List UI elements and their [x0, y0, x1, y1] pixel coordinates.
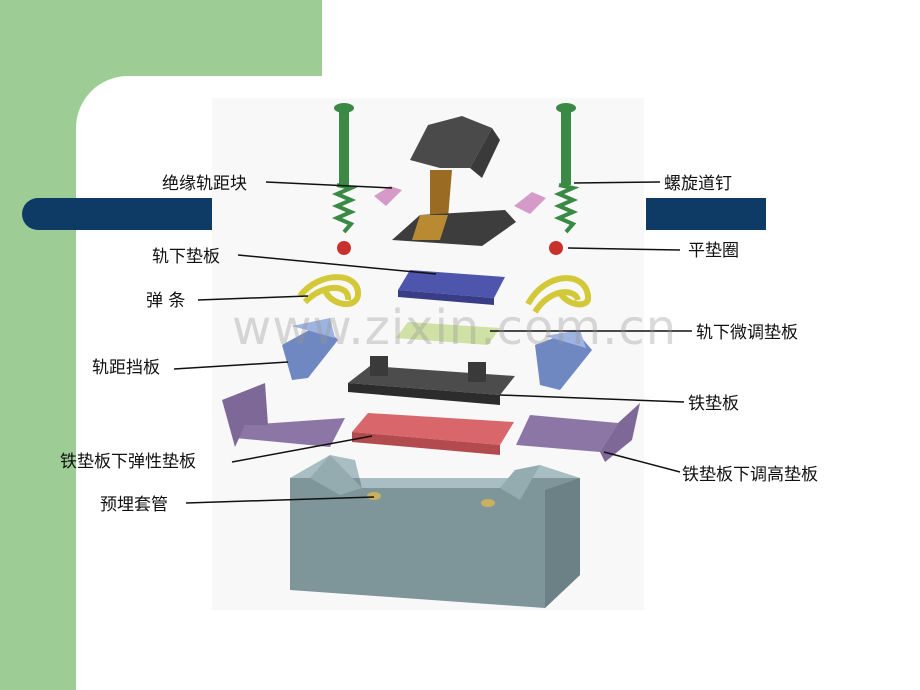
- label-height-adjust-pad: 铁垫板下调高垫板: [682, 465, 818, 485]
- label-flat-washer: 平垫圈: [688, 241, 739, 261]
- washer-right: [549, 241, 563, 255]
- height-adjust-pad-left: [222, 383, 345, 447]
- rail-pad: [398, 270, 505, 305]
- label-elastic-clip: 弹 条: [146, 291, 186, 311]
- iron-baseplate: [348, 356, 515, 405]
- right-navy-bar: [646, 198, 766, 230]
- label-embedded-sleeve: 预埋套管: [100, 495, 168, 515]
- screw-spike-left: [331, 103, 358, 234]
- height-adjust-pad-right: [516, 403, 640, 462]
- left-navy-bar: [22, 198, 214, 230]
- label-insulated-gauge-block: 绝缘轨距块: [162, 174, 247, 194]
- label-gauge-baffle-plate: 轨距挡板: [92, 358, 160, 378]
- label-rail-fine-adjust-pad: 轨下微调垫板: [696, 323, 798, 343]
- elastic-clip-left: [297, 274, 361, 307]
- gauge-baffle-right: [535, 330, 592, 390]
- rail-fine-adjust-pad: [396, 322, 500, 345]
- screw-spike-right: [553, 103, 580, 234]
- label-screw-spike: 螺旋道钉: [664, 174, 732, 194]
- gauge-baffle-left: [282, 318, 338, 380]
- label-elastic-pad-under-baseplate: 铁垫板下弹性垫板: [60, 452, 196, 472]
- gauge-block-right: [514, 192, 546, 214]
- leader-lines: [173, 181, 692, 504]
- label-iron-baseplate: 铁垫板: [688, 394, 739, 414]
- sleeper-block: [290, 455, 580, 608]
- washer-left: [337, 241, 351, 255]
- elastic-pad-red: [352, 413, 514, 455]
- watermark: www.zixin.com.cn: [232, 300, 678, 356]
- elastic-clip-right: [525, 275, 591, 314]
- gauge-block-left: [374, 186, 402, 206]
- label-rail-pad: 轨下垫板: [152, 247, 220, 267]
- rail: [392, 116, 516, 246]
